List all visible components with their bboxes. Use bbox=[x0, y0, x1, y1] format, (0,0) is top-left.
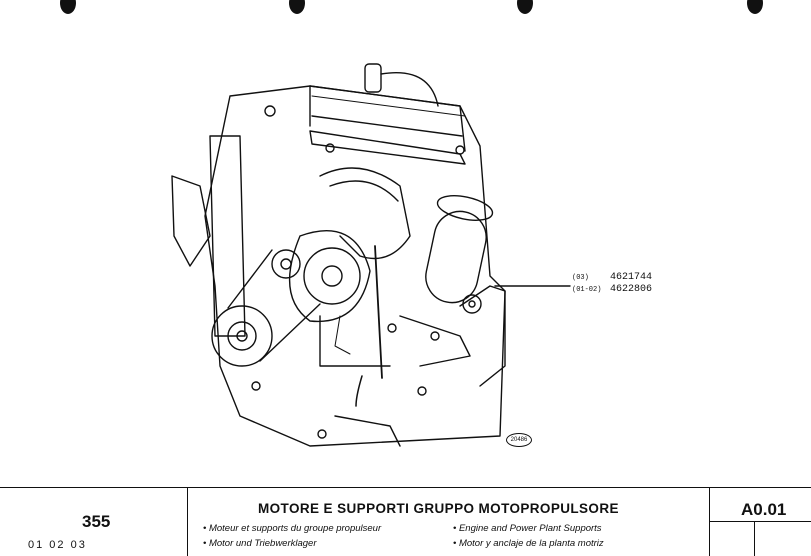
code-cell: A0.01 bbox=[709, 488, 811, 556]
punch-hole bbox=[747, 0, 763, 14]
variant-label: (03) bbox=[572, 274, 589, 282]
punch-hole bbox=[60, 0, 76, 14]
subtitle-french: • Moteur et supports du groupe propulseu… bbox=[203, 523, 382, 534]
divider bbox=[710, 521, 811, 522]
description-cell: MOTORE E SUPPORTI GRUPPO MOTOPROPULSORE … bbox=[188, 488, 709, 556]
variant-label: (01-02) bbox=[572, 286, 602, 294]
page-code: A0.01 bbox=[741, 500, 787, 519]
punch-hole bbox=[289, 0, 305, 14]
divider bbox=[754, 521, 755, 556]
page-title: MOTORE E SUPPORTI GRUPPO MOTOPROPULSORE bbox=[258, 501, 619, 516]
subtitle-english: • Engine and Power Plant Supports bbox=[453, 523, 602, 534]
punch-hole bbox=[517, 0, 533, 14]
engine-illustration bbox=[171, 63, 571, 447]
subtitle-spanish: • Motor y anclaje de la planta motriz bbox=[453, 538, 604, 549]
model-cell: 355 01 02 03 bbox=[0, 488, 188, 556]
model-number: 355 bbox=[82, 512, 111, 531]
figure-reference: 20486 bbox=[506, 433, 532, 447]
model-variants: 01 02 03 bbox=[28, 539, 87, 551]
part-number: 4621744 bbox=[610, 272, 653, 283]
title-block: 355 01 02 03 MOTORE E SUPPORTI GRUPPO MO… bbox=[0, 487, 811, 556]
part-number-row: (01-02) 4622806 bbox=[572, 284, 652, 296]
part-number-row: (03) 4621744 bbox=[572, 272, 652, 284]
subtitle-german: • Motor und Triebwerklager bbox=[203, 538, 317, 549]
part-number: 4622806 bbox=[610, 284, 653, 295]
part-number-callout: (03) 4621744 (01-02) 4622806 bbox=[572, 272, 652, 296]
